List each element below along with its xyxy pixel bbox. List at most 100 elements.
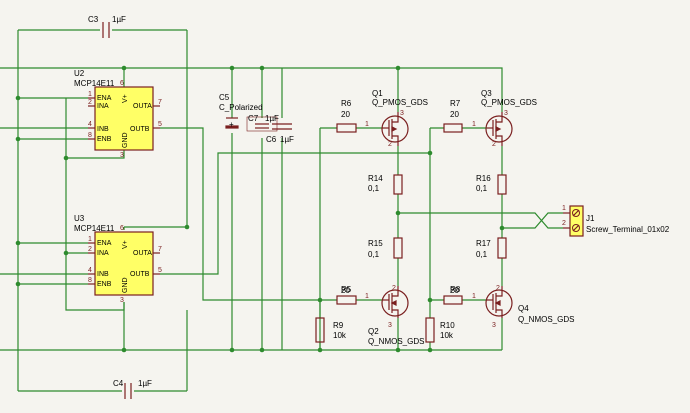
u2-pin-3: 3 — [120, 152, 124, 159]
q3-ref: Q3 — [481, 89, 492, 98]
u3-label-inb: INB — [97, 271, 109, 278]
q1-value: Q_PMOS_GDS — [372, 98, 428, 107]
r8-ref: R8 — [450, 285, 461, 294]
r9-value: 10k — [333, 331, 347, 340]
r10-ref: R10 — [440, 321, 455, 330]
u3-value: MCP14E11 — [74, 224, 115, 233]
j1-pin-1: 1 — [562, 205, 566, 212]
resistor-r7[interactable]: R7 20 — [443, 99, 463, 133]
u2-label-ina: INA — [97, 103, 109, 110]
capacitor-c6[interactable]: C6 1µF — [266, 123, 294, 144]
q1-pin-3: 3 — [400, 110, 404, 117]
resistor-r9[interactable]: R9 10k — [315, 317, 347, 343]
r10-value: 10k — [440, 331, 454, 340]
r5-value: 20 — [341, 286, 350, 295]
u2-pin-7: 7 — [158, 99, 162, 106]
u2-label-outa: OUTA — [133, 103, 152, 110]
u3-pin-1: 1 — [88, 236, 92, 243]
resistor-r16[interactable]: R16 0,1 — [476, 174, 507, 195]
c7-ref: C7 — [248, 114, 259, 123]
q4-pin-2: 2 — [496, 285, 500, 292]
u2-pin-6: 6 — [120, 80, 124, 87]
u2-label-enb: ENB — [97, 136, 112, 143]
u2-label-outb: OUTB — [130, 126, 150, 133]
resistor-r14[interactable]: R14 0,1 — [368, 174, 403, 195]
j1-value: Screw_Terminal_01x02 — [586, 225, 670, 234]
u3-label-gnd: GND — [122, 277, 129, 293]
u3-label-ena: ENA — [97, 240, 112, 247]
r6-ref: R6 — [341, 99, 352, 108]
resistor-r17[interactable]: R17 0,1 — [476, 237, 507, 259]
u2-ref: U2 — [74, 69, 85, 78]
resistor-r6[interactable]: R6 20 — [336, 99, 357, 133]
q2-pin-1: 1 — [365, 293, 369, 300]
r5-ref: R5 — [341, 285, 352, 294]
u2-pin-5: 5 — [158, 121, 162, 128]
q1-ref: Q1 — [372, 89, 383, 98]
mosfet-q3[interactable]: Q3 Q_PMOS_GDS 1 2 3 — [472, 89, 537, 148]
u2-value: MCP14E11 — [74, 79, 115, 88]
u2-label-vplus: V+ — [122, 94, 129, 103]
c5-plus-sign: + — [229, 120, 234, 129]
u3-pin-6: 6 — [120, 225, 124, 232]
r9-ref: R9 — [333, 321, 344, 330]
capacitor-c4[interactable]: C4 1µF — [113, 379, 152, 399]
r16-value: 0,1 — [476, 184, 488, 193]
u3-pin-4: 4 — [88, 267, 92, 274]
screw-terminal-j1[interactable]: 1 2 J1 Screw_Terminal_01x02 — [562, 205, 670, 237]
r7-ref: R7 — [450, 99, 461, 108]
q2-ref: Q2 — [368, 327, 379, 336]
u3-label-outa: OUTA — [133, 250, 152, 257]
q2-pin-3: 3 — [388, 322, 392, 329]
resistor-r10[interactable]: R10 10k — [425, 317, 455, 343]
q3-pin-1: 1 — [472, 121, 476, 128]
u3-label-ina: INA — [97, 250, 109, 257]
q1-pin-2: 2 — [388, 141, 392, 148]
resistor-r8[interactable]: R8 20 — [443, 285, 463, 305]
c5-value: C_Polarized — [219, 103, 263, 112]
c4-value: 1µF — [138, 379, 152, 388]
u3-pin-5: 5 — [158, 267, 162, 274]
r8-value: 20 — [450, 286, 459, 295]
resistor-r5[interactable]: R5 20 — [336, 285, 357, 305]
u2-pin-2: 2 — [88, 99, 92, 106]
q4-pin-3: 3 — [492, 322, 496, 329]
mosfet-q1[interactable]: Q1 Q_PMOS_GDS 1 2 3 — [365, 89, 428, 148]
capacitor-c5[interactable]: C5 C_Polarized + — [219, 93, 263, 129]
u2-label-gnd: GND — [122, 132, 129, 148]
u3-ref: U3 — [74, 214, 85, 223]
u3-pin-2: 2 — [88, 246, 92, 253]
r7-value: 20 — [450, 110, 459, 119]
q2-value: Q_NMOS_GDS — [368, 337, 424, 346]
c4-ref: C4 — [113, 379, 124, 388]
r15-ref: R15 — [368, 239, 383, 248]
capacitor-c3[interactable]: C3 1µF — [88, 15, 126, 38]
r14-value: 0,1 — [368, 184, 380, 193]
q4-ref: Q4 — [518, 304, 529, 313]
u2-pin-1: 1 — [88, 91, 92, 98]
r14-ref: R14 — [368, 174, 383, 183]
q2-pin-2: 2 — [392, 285, 396, 292]
r17-value: 0,1 — [476, 250, 488, 259]
c3-value: 1µF — [112, 15, 126, 24]
u2-label-ena: ENA — [97, 95, 112, 102]
c6-value: 1µF — [280, 135, 294, 144]
u3-label-enb: ENB — [97, 281, 112, 288]
mosfet-q4[interactable]: Q4 Q_NMOS_GDS 1 2 3 — [472, 285, 574, 329]
r17-ref: R17 — [476, 239, 491, 248]
mosfet-q2[interactable]: Q2 Q_NMOS_GDS 1 2 3 — [365, 285, 424, 346]
c6-ref: C6 — [266, 135, 277, 144]
u2-pin-4: 4 — [88, 121, 92, 128]
u3-label-outb: OUTB — [130, 271, 150, 278]
q1-pin-1: 1 — [365, 121, 369, 128]
u2-label-inb: INB — [97, 126, 109, 133]
u3-pin-7: 7 — [158, 246, 162, 253]
ic-u2[interactable]: U2 MCP14E11 1 2 4 8 6 3 7 5 ENA INA INB … — [74, 69, 162, 159]
ic-u3[interactable]: U3 MCP14E11 1 2 4 8 6 3 7 5 ENA INA INB … — [74, 214, 162, 304]
r15-value: 0,1 — [368, 250, 380, 259]
resistor-r15[interactable]: R15 0,1 — [368, 237, 403, 259]
j1-ref: J1 — [586, 214, 595, 223]
r16-ref: R16 — [476, 174, 491, 183]
q3-pin-2: 2 — [492, 141, 496, 148]
